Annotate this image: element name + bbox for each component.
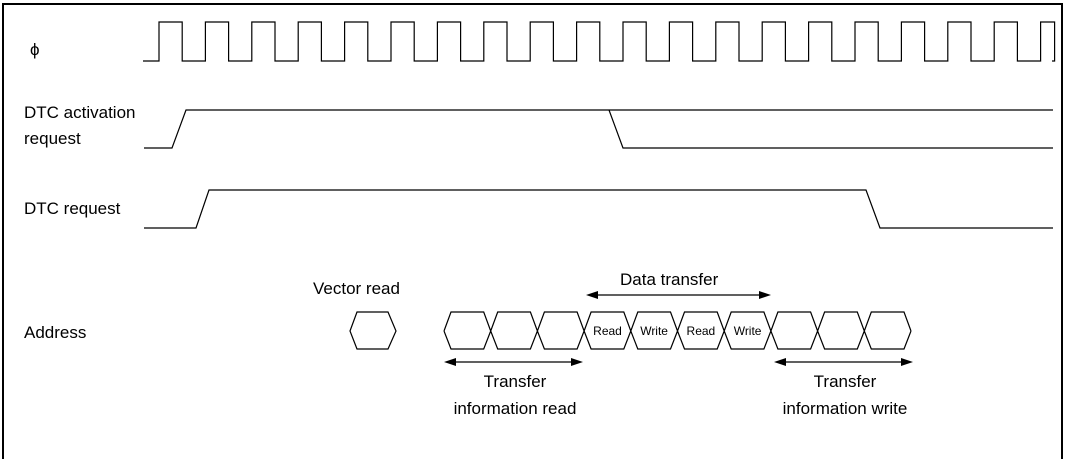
data-transfer-label: Data transfer (620, 270, 719, 289)
diagram-frame (2, 3, 1063, 459)
vector-read-cycle (349, 311, 397, 350)
transfer-write-arrow (774, 358, 913, 366)
transfer-write-label-line1: Transfer (814, 372, 877, 391)
dtc-activation-waveform-high (144, 109, 1053, 149)
transfer-read-arrow (444, 358, 583, 366)
phi-clock-waveform (143, 21, 1056, 62)
data-transfer-arrow (586, 291, 771, 299)
dtc-request-label: DTC request (24, 199, 121, 218)
phi-label: ϕ (30, 40, 40, 59)
transfer-write-label-line2: information write (783, 399, 908, 418)
vector-read-label: Vector read (313, 279, 400, 298)
address-label: Address (24, 323, 86, 342)
dtc-activation-label-line1: DTC activation (24, 103, 135, 122)
transfer-read-label-line2: information read (454, 399, 577, 418)
address-cycle-label-read: Read (687, 324, 716, 338)
dtc-activation-label-line2: request (24, 129, 81, 148)
address-cycle-label-write: Write (640, 324, 668, 338)
dtc-activation-waveform-low (608, 109, 1053, 149)
dtc-request-waveform (144, 189, 1053, 229)
address-cycle-label-write: Write (734, 324, 762, 338)
transfer-read-label-line1: Transfer (484, 372, 547, 391)
address-bus-cycles: Read Write Read Write (443, 311, 912, 350)
address-cycle-label-read: Read (593, 324, 622, 338)
address-cycle-outlines (443, 311, 912, 350)
